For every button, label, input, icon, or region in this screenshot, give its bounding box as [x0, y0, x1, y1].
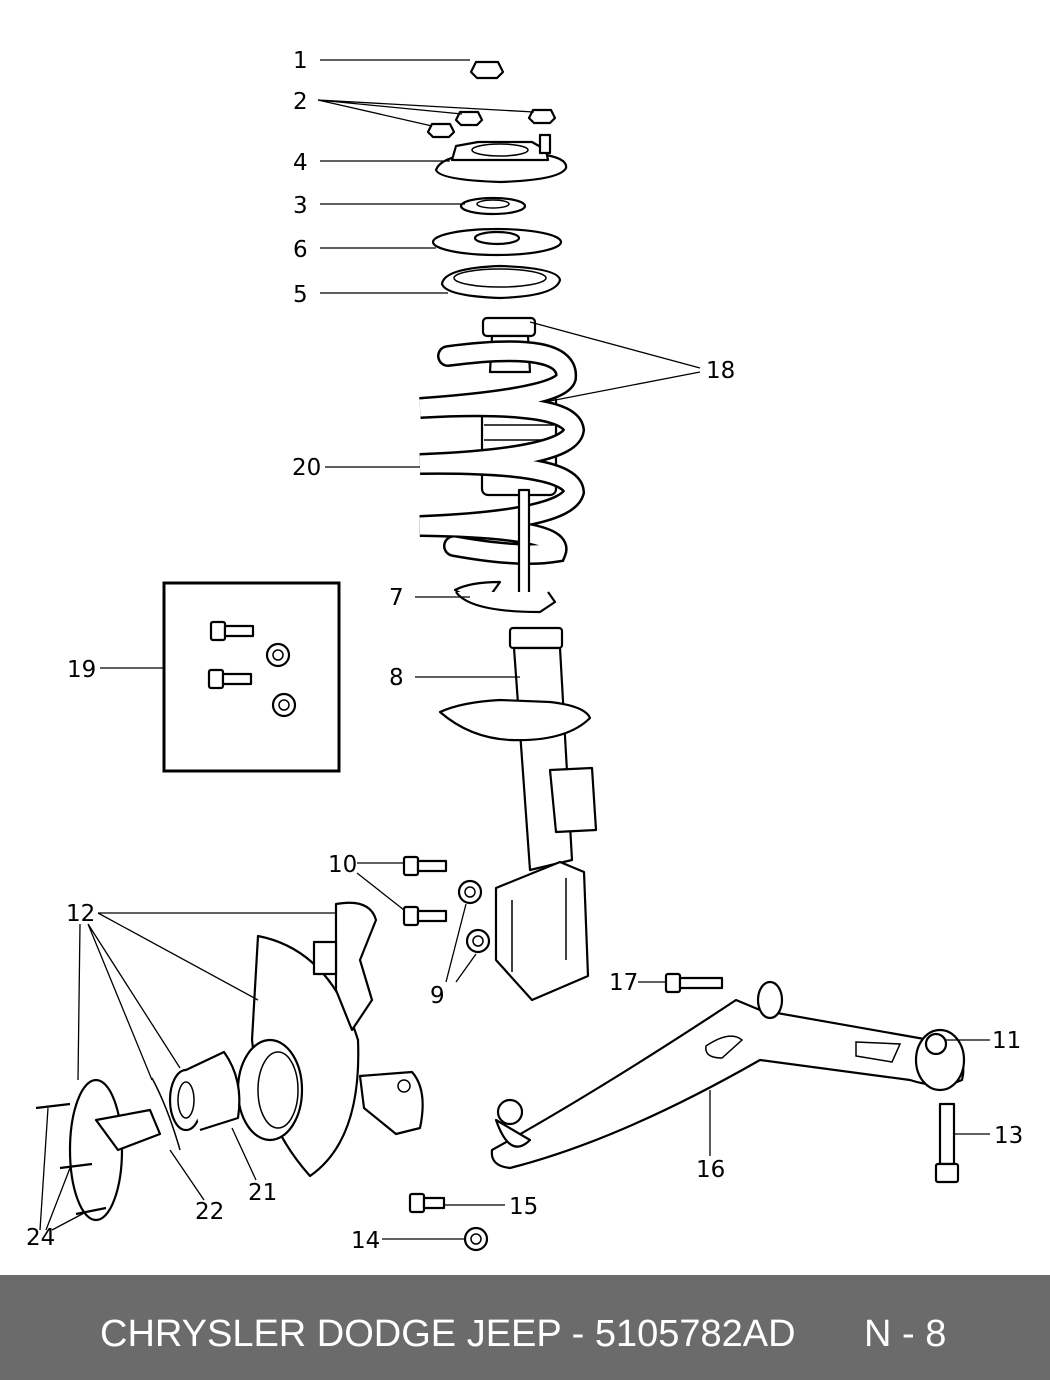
- part-13-bolt: [934, 1102, 960, 1184]
- callout-14: 14: [351, 1228, 380, 1254]
- part-14-nut: [463, 1226, 489, 1252]
- part-19-kit-contents: [207, 620, 297, 718]
- callout-4: 4: [293, 150, 308, 176]
- part-10-bolts: [402, 855, 448, 927]
- callout-15: 15: [509, 1194, 538, 1220]
- part-22-snap-ring: [151, 1077, 181, 1151]
- part-24-hub-flange: [35, 1078, 162, 1222]
- part-number-caption: CHRYSLER DODGE JEEP - 5105782AD: [100, 1313, 796, 1355]
- callout-9: 9: [430, 983, 445, 1009]
- footer-bar: CHRYSLER DODGE JEEP - 5105782AD N - 8: [0, 1275, 1050, 1380]
- part-9-nuts: [457, 879, 491, 954]
- callout-21: 21: [248, 1180, 277, 1206]
- part-5-spring-seat: [440, 264, 562, 300]
- part-16-ball-joint: [494, 1098, 532, 1148]
- part-20-coil-spring: [419, 340, 586, 565]
- part-8-strut-assembly: [438, 626, 598, 1002]
- leader-lines: [39, 59, 990, 1240]
- part-6-upper-seat: [431, 227, 563, 257]
- callout-1: 1: [293, 48, 308, 74]
- part-3-bearing: [459, 196, 527, 216]
- page-label: N - 8: [864, 1313, 947, 1355]
- suspension-exploded-diagram: 1 2 3 4 5 6 7 8 9 10 11 12 13 14 15 16 1…: [26, 48, 1023, 1254]
- callout-22: 22: [195, 1199, 224, 1225]
- callout-8: 8: [389, 665, 404, 691]
- part-11-ball-stud: [924, 1032, 948, 1056]
- part-16-control-arm: [490, 980, 966, 1170]
- part-12-knuckle: [236, 901, 424, 1178]
- part-2-nuts: [426, 108, 557, 139]
- strut-rod: [517, 488, 531, 602]
- callout-24: 24: [26, 1225, 55, 1251]
- callout-6: 6: [293, 237, 308, 263]
- part-17-bolt: [664, 972, 724, 994]
- part-1-nut: [469, 60, 505, 80]
- callout-19: 19: [67, 657, 96, 683]
- part-4-strut-mount: [434, 133, 568, 184]
- callout-10: 10: [328, 852, 357, 878]
- callout-20: 20: [292, 455, 321, 481]
- callout-7: 7: [389, 585, 404, 611]
- part-21-bearing: [168, 1050, 241, 1132]
- callout-3: 3: [293, 193, 308, 219]
- callout-13: 13: [994, 1123, 1023, 1149]
- callout-5: 5: [293, 282, 308, 308]
- callout-2: 2: [293, 89, 308, 115]
- callout-17: 17: [609, 970, 638, 996]
- part-15-bolt: [408, 1192, 446, 1214]
- callout-12: 12: [66, 901, 95, 927]
- callout-11: 11: [992, 1028, 1021, 1054]
- callout-18: 18: [706, 358, 735, 384]
- callout-16: 16: [696, 1157, 725, 1183]
